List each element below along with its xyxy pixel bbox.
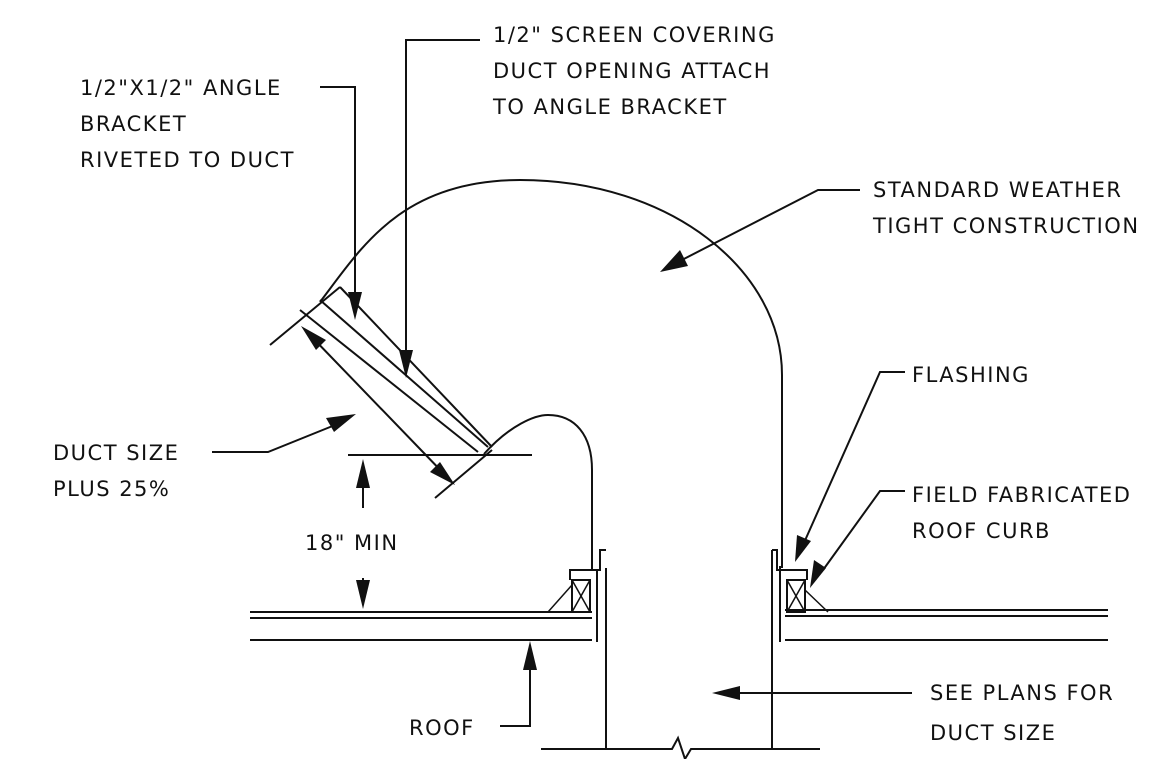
dimension-duct-size [301,326,455,485]
see-plans-line-2: DUCT SIZE [930,721,1056,745]
label-flashing: FLASHING [912,363,1030,387]
label-standard-weather: STANDARD WEATHER TIGHT CONSTRUCTION [872,178,1140,238]
screen-line-1: 1/2" SCREEN COVERING [493,23,776,47]
label-18-min: 18" MIN [305,531,399,555]
leader-weather [660,189,860,272]
leader-roof [500,641,537,727]
duct-walls [596,550,781,748]
label-see-plans: SEE PLANS FOR DUCT SIZE [930,681,1114,745]
weather-line-1: STANDARD WEATHER [873,178,1122,202]
angle-line-2: BRACKET [80,112,187,136]
angle-line-1: 1/2"X1/2" ANGLE [80,76,282,100]
angle-line-3: RIVETED TO DUCT [80,148,295,172]
curb-line-1: FIELD FABRICATED [912,483,1131,507]
leader-see-plans [712,686,912,700]
see-plans-line-1: SEE PLANS FOR [930,681,1114,705]
label-duct-size: DUCT SIZE PLUS 25% [53,441,179,501]
left-curb [547,549,606,613]
screen-line-2: DUCT OPENING ATTACH [493,59,771,83]
dimension-18-min [348,454,532,609]
duct-size-line-2: PLUS 25% [53,477,170,501]
label-roof: ROOF [409,716,475,740]
label-roof-curb: FIELD FABRICATED ROOF CURB [912,483,1131,543]
break-line [541,735,820,762]
gooseneck-duct [269,178,783,570]
leader-duct-size [212,414,356,453]
right-curb [772,549,829,613]
leader-curb [810,490,905,588]
duct-size-line-1: DUCT SIZE [53,441,179,465]
leader-screen [399,39,480,378]
leader-flashing [795,371,905,562]
label-angle-bracket: 1/2"X1/2" ANGLE BRACKET RIVETED TO DUCT [80,76,295,172]
leader-angle [320,86,362,320]
weather-line-2: TIGHT CONSTRUCTION [872,214,1140,238]
curb-line-2: ROOF CURB [912,519,1051,543]
roof-section [250,609,1108,641]
screen-line-3: TO ANGLE BRACKET [492,95,728,119]
label-screen-covering: 1/2" SCREEN COVERING DUCT OPENING ATTACH… [492,23,776,119]
